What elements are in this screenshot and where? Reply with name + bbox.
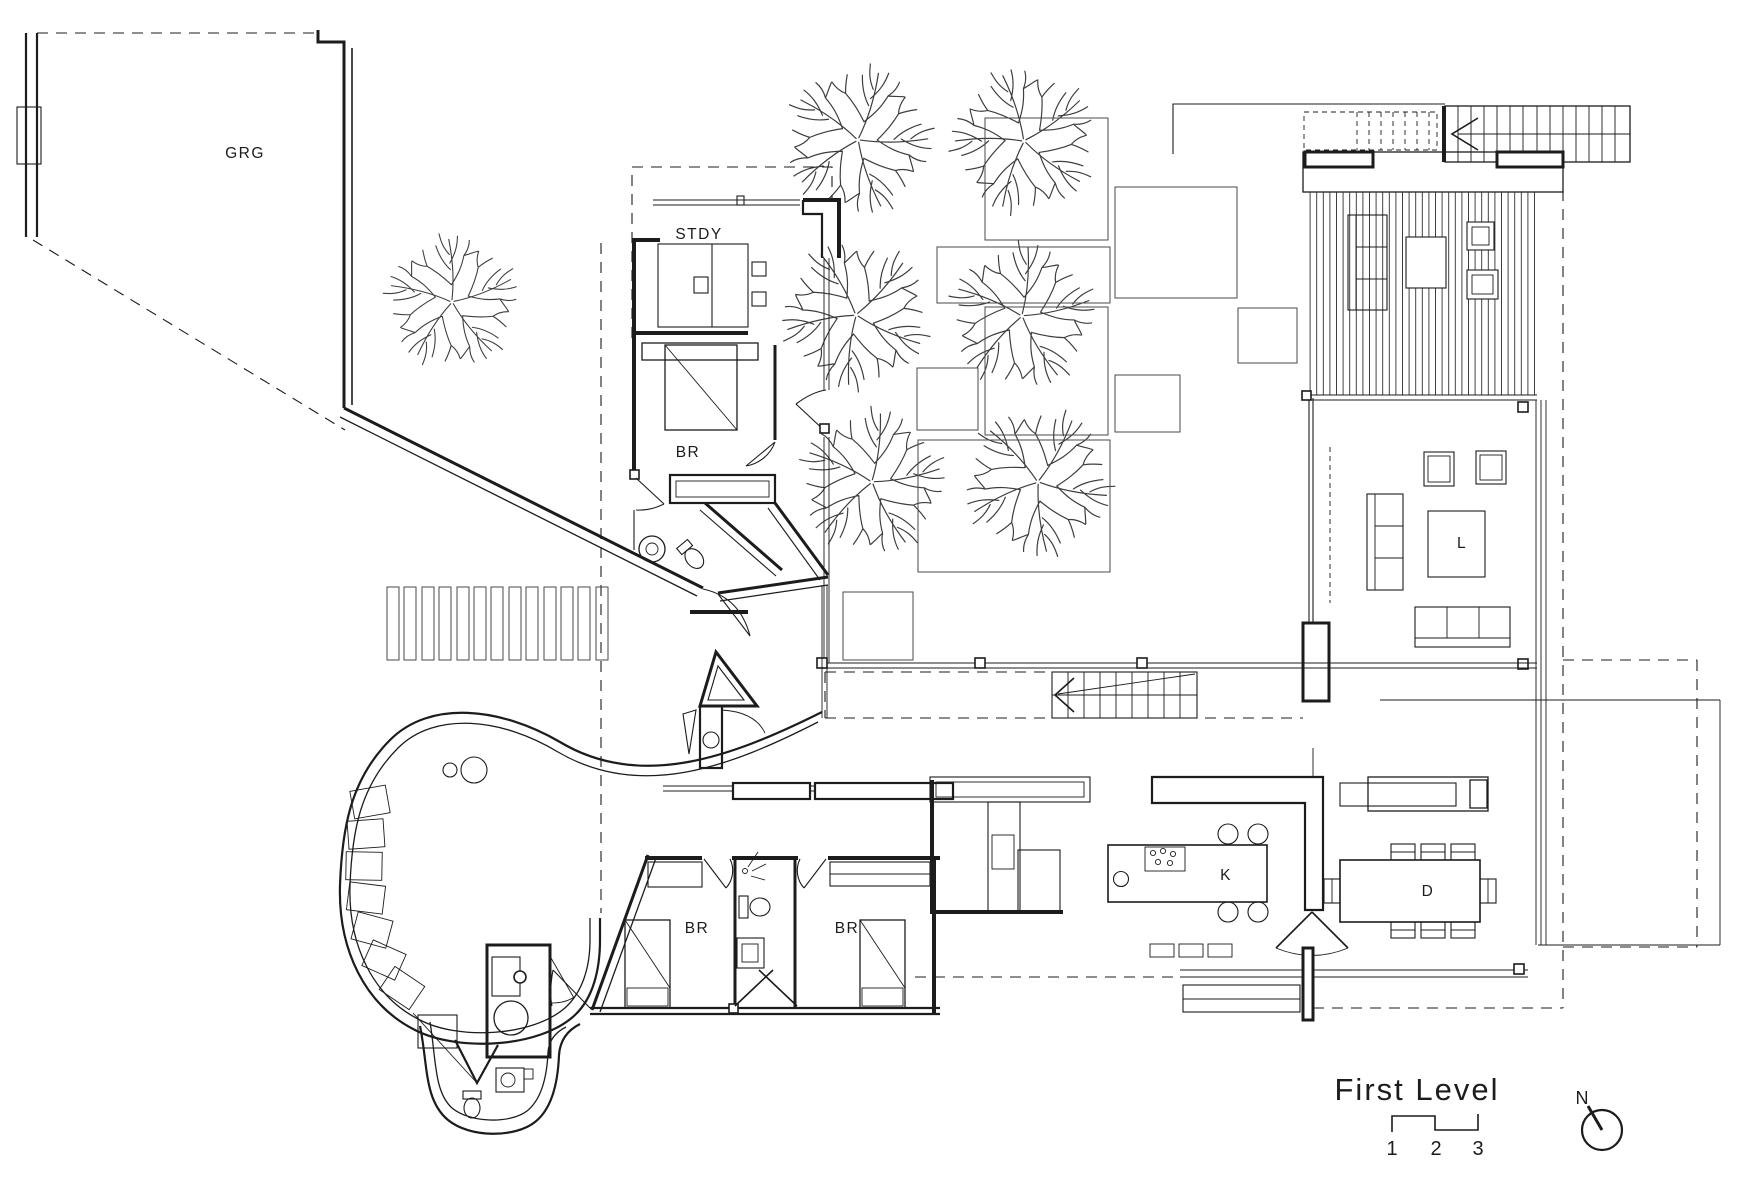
north-arrow-icon: N — [1576, 1088, 1624, 1152]
kitchen-label: K — [1220, 867, 1232, 884]
deck-sofa — [1347, 214, 1388, 311]
bed-upper — [664, 344, 738, 431]
living-label: L — [1457, 535, 1467, 552]
dining-area: D — [1323, 699, 1721, 946]
wc-core — [485, 943, 575, 1059]
scale-tick-2: 2 — [1430, 1138, 1441, 1160]
bedroom-right-label: BR — [835, 920, 860, 937]
curved-shelving — [345, 784, 426, 1011]
stair-upper — [1442, 105, 1631, 163]
powder-toilet — [675, 538, 705, 569]
living-sofa-south — [1414, 606, 1511, 648]
courtyard-planters — [842, 117, 1298, 661]
curved-lounge — [338, 711, 823, 1135]
deck-table — [1405, 236, 1447, 289]
kitchen-area: K — [929, 748, 1528, 1022]
study-wing: STDY BR — [629, 166, 841, 663]
shared-bathroom — [734, 851, 798, 1007]
study-label: STDY — [675, 226, 722, 243]
garage-label: GRG — [225, 145, 265, 162]
pocket-bathroom — [412, 1012, 534, 1119]
scale-bar: 1 2 3 — [1386, 1114, 1484, 1160]
kitchen-island — [1107, 844, 1268, 903]
scale-tick-1: 1 — [1386, 1138, 1397, 1160]
dining-label: D — [1422, 883, 1435, 900]
bedroom-left-label: BR — [685, 920, 710, 937]
garage-area: GRG — [16, 30, 704, 597]
bedroom-upper-label: BR — [676, 444, 701, 461]
living-sofa-west — [1366, 493, 1404, 591]
stair-upper-dashed — [1303, 111, 1438, 151]
deck-floor-hatch — [1307, 192, 1537, 395]
scale-tick-3: 3 — [1472, 1138, 1483, 1160]
entry-area — [638, 535, 955, 801]
powder-basin — [638, 535, 666, 563]
bed-right — [859, 919, 906, 1009]
garden-trees — [375, 40, 1156, 604]
north-label: N — [1576, 1088, 1589, 1108]
sideboard — [1339, 776, 1489, 812]
cooktop — [1144, 846, 1186, 872]
living-coffee-table — [1427, 510, 1486, 578]
bed-left — [624, 919, 671, 1009]
stair-courtyard — [1051, 671, 1198, 719]
kitchen-sink — [1112, 870, 1130, 888]
dining-table — [1339, 859, 1481, 923]
wardrobe-upper — [668, 473, 777, 505]
living-room: L — [816, 390, 1547, 945]
boardwalk-slats — [386, 586, 609, 661]
bed-headboard-upper — [641, 342, 759, 361]
living-armchairs — [1423, 450, 1507, 487]
entry-closet-triangle — [682, 648, 766, 770]
bedroom-wing: BR BR — [550, 851, 940, 1016]
title-block: First Level 1 2 3 N — [1335, 1072, 1624, 1160]
plan-title: First Level — [1335, 1072, 1500, 1107]
upper-deck — [1172, 103, 1631, 395]
deck-chairs — [1466, 221, 1499, 300]
